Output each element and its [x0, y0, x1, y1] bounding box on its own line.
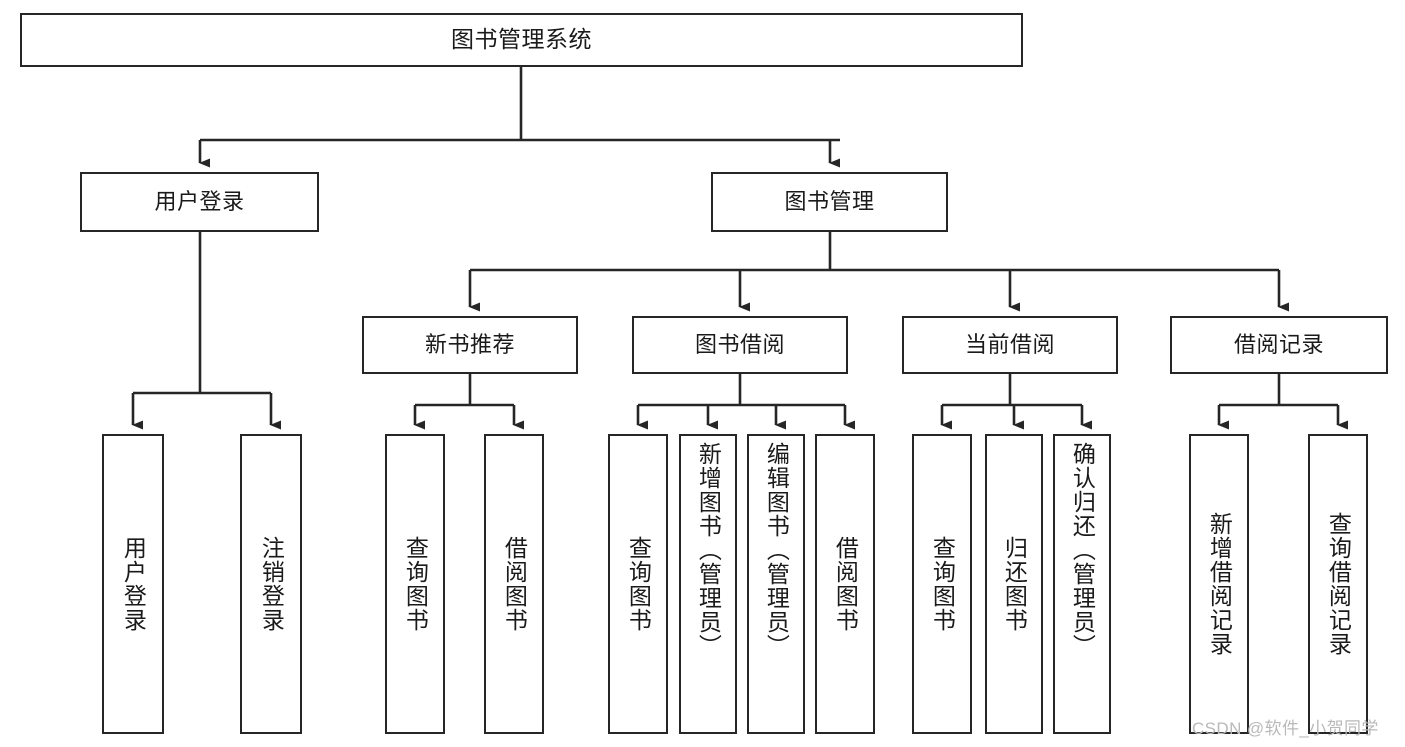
- node-leaf-confirm-return-admin-label: 确认归还（管理员）: [1069, 442, 1096, 658]
- node-root-label: 图书管理系统: [451, 26, 592, 53]
- csdn-watermark: CSDN @软件_小贺同学: [1192, 719, 1379, 738]
- node-leaf-query-book-3-label: 查询图书: [929, 536, 956, 632]
- node-user-login[interactable]: 用户登录: [80, 172, 319, 232]
- node-leaf-query-book-1[interactable]: 查询图书: [385, 434, 445, 734]
- node-leaf-borrow-book-2-label: 借阅图书: [832, 536, 859, 632]
- node-leaf-add-borrow-record[interactable]: 新增借阅记录: [1189, 434, 1249, 734]
- node-root[interactable]: 图书管理系统: [20, 13, 1023, 67]
- node-leaf-logout-login-label: 注销登录: [258, 536, 285, 632]
- node-leaf-edit-book-admin-label: 编辑图书（管理员）: [763, 442, 790, 658]
- node-leaf-logout-login[interactable]: 注销登录: [240, 434, 302, 734]
- node-new-book-recommend-label: 新书推荐: [424, 332, 515, 358]
- node-leaf-add-book-admin[interactable]: 新增图书（管理员）: [679, 434, 737, 734]
- node-leaf-edit-book-admin[interactable]: 编辑图书（管理员）: [747, 434, 805, 734]
- node-leaf-user-login-label: 用户登录: [120, 536, 147, 632]
- node-leaf-borrow-book-1[interactable]: 借阅图书: [484, 434, 544, 734]
- node-book-manage-label: 图书管理: [784, 189, 875, 215]
- node-borrow-record[interactable]: 借阅记录: [1170, 316, 1388, 374]
- node-leaf-add-borrow-record-label: 新增借阅记录: [1206, 512, 1233, 656]
- node-leaf-borrow-book-1-label: 借阅图书: [501, 536, 528, 632]
- node-leaf-return-book[interactable]: 归还图书: [985, 434, 1043, 734]
- node-leaf-query-book-3[interactable]: 查询图书: [912, 434, 972, 734]
- node-leaf-query-borrow-record[interactable]: 查询借阅记录: [1308, 434, 1368, 734]
- node-current-borrow[interactable]: 当前借阅: [902, 316, 1118, 374]
- node-leaf-query-borrow-record-label: 查询借阅记录: [1325, 512, 1352, 656]
- node-book-borrow-label: 图书借阅: [694, 332, 785, 358]
- node-leaf-borrow-book-2[interactable]: 借阅图书: [815, 434, 875, 734]
- node-leaf-query-book-2-label: 查询图书: [625, 536, 652, 632]
- node-leaf-return-book-label: 归还图书: [1001, 536, 1028, 632]
- node-current-borrow-label: 当前借阅: [964, 332, 1055, 358]
- node-borrow-record-label: 借阅记录: [1233, 332, 1324, 358]
- node-book-borrow[interactable]: 图书借阅: [632, 316, 848, 374]
- node-leaf-confirm-return-admin[interactable]: 确认归还（管理员）: [1053, 434, 1111, 734]
- node-leaf-query-book-2[interactable]: 查询图书: [608, 434, 668, 734]
- node-leaf-query-book-1-label: 查询图书: [402, 536, 429, 632]
- node-leaf-add-book-admin-label: 新增图书（管理员）: [695, 442, 722, 658]
- node-user-login-label: 用户登录: [154, 189, 245, 215]
- node-leaf-user-login[interactable]: 用户登录: [102, 434, 164, 734]
- node-new-book-recommend[interactable]: 新书推荐: [362, 316, 578, 374]
- node-book-manage[interactable]: 图书管理: [711, 172, 948, 232]
